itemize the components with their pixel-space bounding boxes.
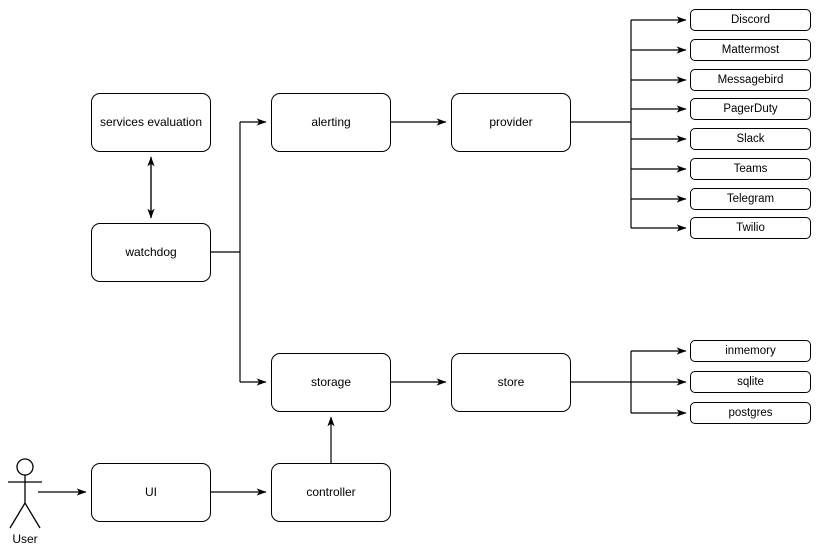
node-inmemory[interactable]: inmemory: [690, 340, 811, 362]
user-actor-figure: [8, 458, 42, 529]
node-telegram[interactable]: Telegram: [690, 188, 811, 210]
node-controller[interactable]: controller: [271, 463, 391, 522]
node-teams[interactable]: Teams: [690, 158, 811, 180]
node-storage[interactable]: storage: [271, 353, 391, 412]
actor-leg-left-line: [9, 502, 26, 529]
node-postgres[interactable]: postgres: [690, 402, 811, 424]
node-sqlite[interactable]: sqlite: [690, 371, 811, 393]
node-store[interactable]: store: [451, 353, 571, 412]
node-provider[interactable]: provider: [451, 93, 571, 152]
user-actor-label: User: [12, 532, 38, 546]
node-pagerduty[interactable]: PagerDuty: [690, 98, 811, 120]
node-twilio[interactable]: Twilio: [690, 217, 811, 239]
node-slack[interactable]: Slack: [690, 128, 811, 150]
node-services-evaluation[interactable]: services evaluation: [91, 93, 211, 152]
node-alerting[interactable]: alerting: [271, 93, 391, 152]
node-discord[interactable]: Discord: [690, 9, 811, 31]
node-watchdog[interactable]: watchdog: [91, 223, 211, 282]
node-messagebird[interactable]: Messagebird: [690, 69, 811, 91]
actor-head-icon: [16, 458, 34, 476]
node-ui[interactable]: UI: [91, 463, 211, 522]
node-mattermost[interactable]: Mattermost: [690, 39, 811, 61]
actor-leg-right-line: [24, 502, 41, 529]
